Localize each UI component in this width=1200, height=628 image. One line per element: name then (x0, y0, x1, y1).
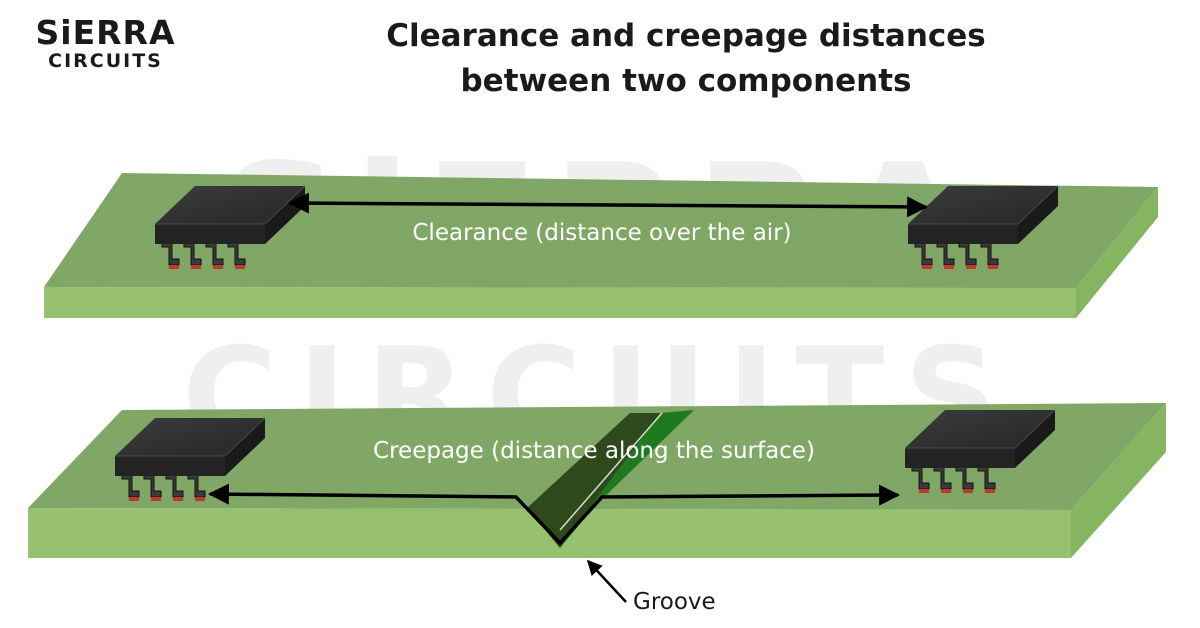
creepage-label: Creepage (distance along the surface) (373, 438, 815, 464)
sierra-circuits-logo: SiERRA CIRCUITS (18, 13, 193, 73)
groove-label: Groove (633, 589, 716, 615)
creepage-arrow (207, 483, 901, 546)
clearance-label: Clearance (distance over the air) (412, 220, 791, 246)
title-line-2: between two components (460, 63, 912, 99)
clearance-arrow (287, 192, 929, 218)
groove (527, 410, 694, 548)
logo-sub: CIRCUITS (48, 50, 163, 72)
diagram-title: Clearance and creepage distances between… (330, 14, 1042, 104)
logo-brand: SiERRA (35, 13, 176, 52)
title-line-1: Clearance and creepage distances (386, 18, 986, 54)
groove-pointer-arrow (586, 559, 627, 603)
